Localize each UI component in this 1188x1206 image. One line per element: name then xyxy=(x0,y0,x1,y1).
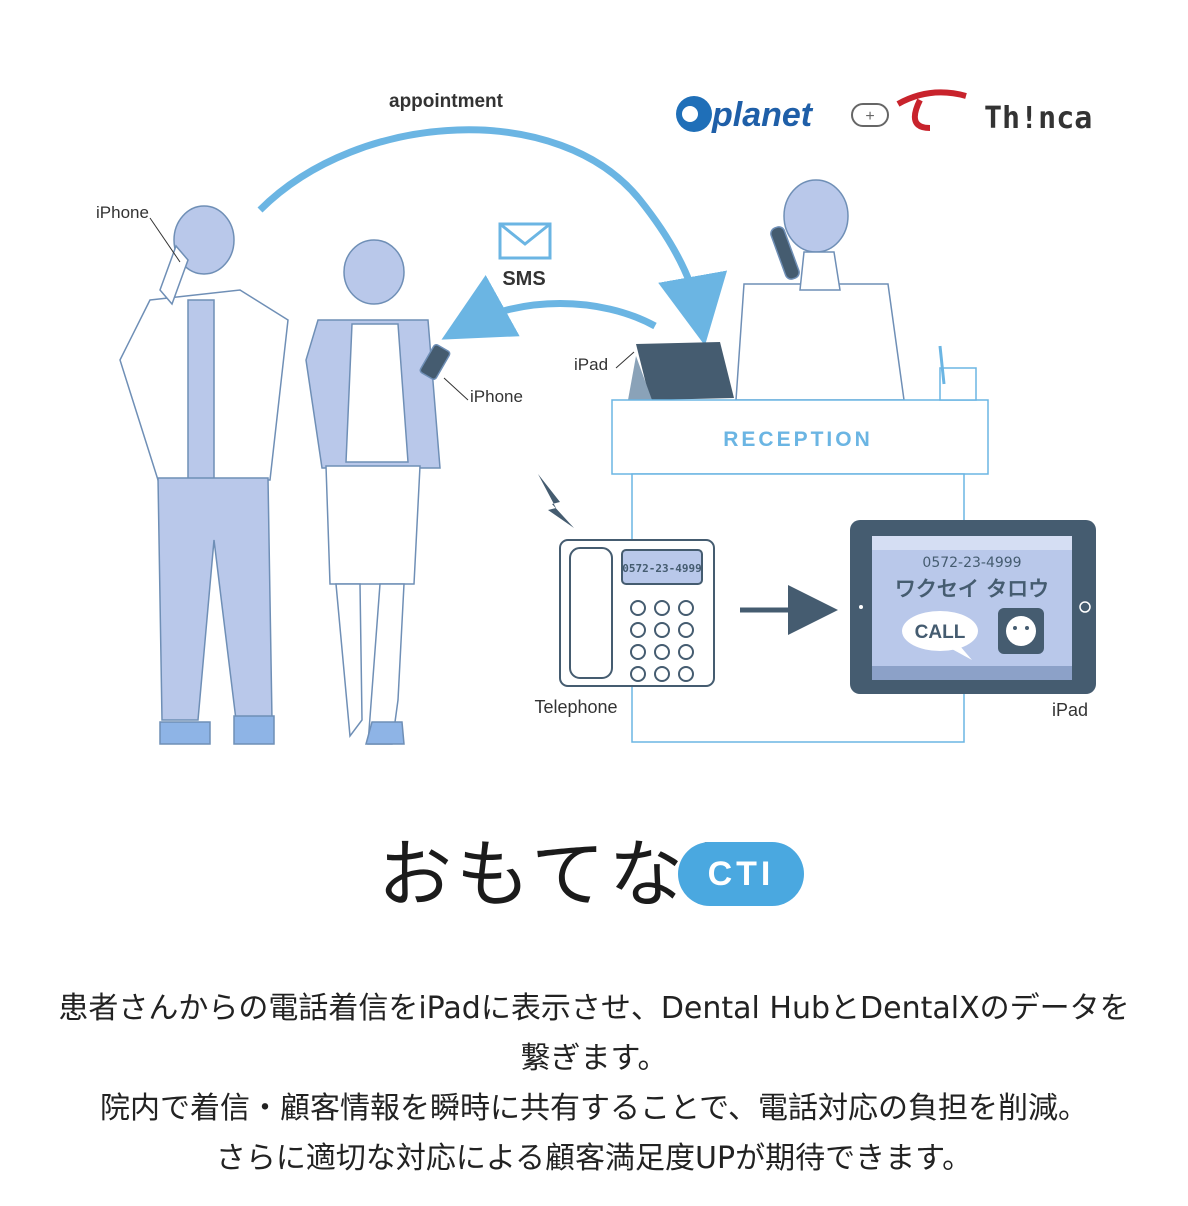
description: 患者さんからの電話着信をiPadに表示させ、Dental HubとDentalX… xyxy=(0,984,1188,1184)
phone-display-number: 0572-23-4999 xyxy=(622,562,701,575)
telephone xyxy=(559,539,715,687)
appointment-label: appointment xyxy=(389,91,504,112)
telephone-label: Telephone xyxy=(534,697,617,717)
iphone-label-woman: iPhone xyxy=(470,387,523,406)
desk-ipad xyxy=(628,342,734,400)
iphone-label-man: iPhone xyxy=(96,203,149,222)
appointment-arrow xyxy=(257,126,728,346)
reception-label: RECEPTION xyxy=(723,428,873,451)
description-line-1: 患者さんからの電話着信をiPadに表示させ、Dental HubとDentalX… xyxy=(58,991,1130,1026)
illustration-scene: planet + Th!nca appointment SMS iPhone xyxy=(96,89,1096,745)
description-line-3: 院内で着信・顧客情報を瞬時に共有することで、電話対応の負担を削減。 xyxy=(100,1091,1088,1126)
woman-figure xyxy=(305,239,451,745)
sms-arrow xyxy=(441,275,657,340)
receptionist-figure xyxy=(735,179,905,401)
planet-logo-text: planet xyxy=(711,96,814,134)
man-figure xyxy=(119,205,289,745)
plus-icon-text: + xyxy=(865,108,874,125)
ipad-label-desk: iPad xyxy=(574,355,608,374)
lightning-icon xyxy=(538,474,574,528)
description-line-4: さらに適切な対応による顧客満足度UPが期待できます。 xyxy=(215,1141,973,1176)
description-line-2: 繋ぎます。 xyxy=(520,1041,668,1076)
iphone-pointer-man xyxy=(149,217,181,263)
iphone-pointer-woman xyxy=(443,377,469,401)
thinca-logo: Th!nca xyxy=(984,101,1092,136)
call-ipad xyxy=(850,520,1096,694)
plus-icon: + xyxy=(851,103,889,127)
envelope-icon xyxy=(498,222,552,260)
cti-badge: CTI xyxy=(678,842,804,906)
ipad-screen-number: 0572-23-4999 xyxy=(922,555,1021,571)
call-bubble: CALL xyxy=(915,622,966,643)
planet-logo: planet xyxy=(676,96,814,134)
ipad-label-bottom: iPad xyxy=(1052,700,1088,720)
sms-label: SMS xyxy=(502,268,545,290)
ipad-pointer-desk xyxy=(615,351,635,369)
t-logo-icon xyxy=(896,89,967,131)
ipad-screen-name: ワクセイ タロウ xyxy=(895,577,1049,601)
